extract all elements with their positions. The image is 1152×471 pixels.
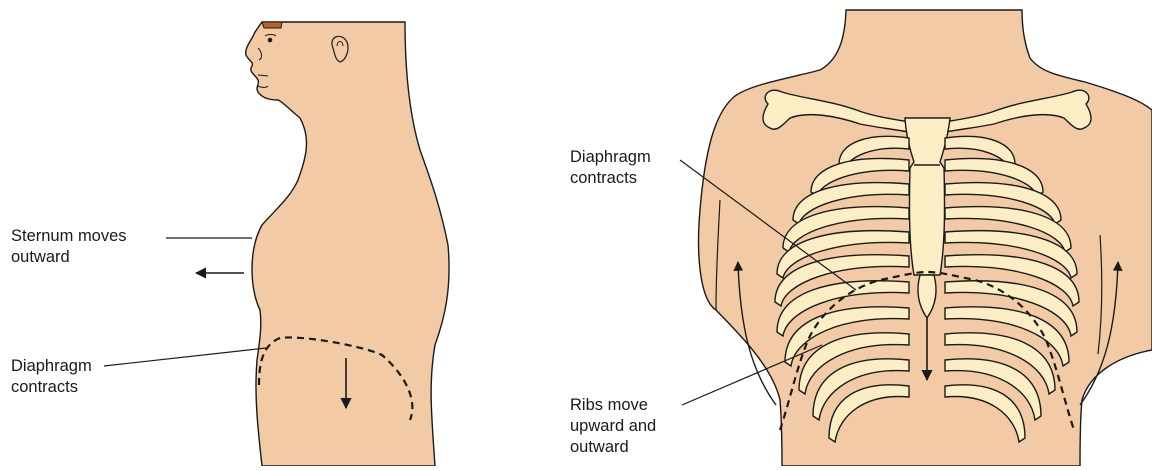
side-diaphragm-label-line-1: Diaphragm — [11, 356, 92, 377]
sternum-label: Sternum moves outward — [11, 226, 127, 268]
ribs-label-line-1: Ribs move — [570, 395, 656, 416]
sternum-label-line-1: Sternum moves — [11, 226, 127, 247]
sternum-label-line-2: outward — [11, 247, 127, 268]
hair — [262, 22, 282, 28]
side-diaphragm-leader — [104, 348, 266, 366]
front-diaphragm-label-line-2: contracts — [570, 168, 651, 189]
side-diaphragm-label-line-2: contracts — [11, 377, 92, 398]
side-body — [246, 22, 449, 466]
ribs-label-line-3: outward — [570, 437, 656, 458]
front-diaphragm-label: Diaphragm contracts — [570, 147, 651, 189]
sternum — [905, 118, 950, 275]
ribs-label: Ribs move upward and outward — [570, 395, 656, 458]
side-view-figure — [246, 22, 449, 466]
ribs-label-line-2: upward and — [570, 416, 656, 437]
side-diaphragm-label: Diaphragm contracts — [11, 356, 92, 398]
front-diaphragm-label-line-1: Diaphragm — [570, 147, 651, 168]
front-view-figure — [680, 10, 1152, 466]
